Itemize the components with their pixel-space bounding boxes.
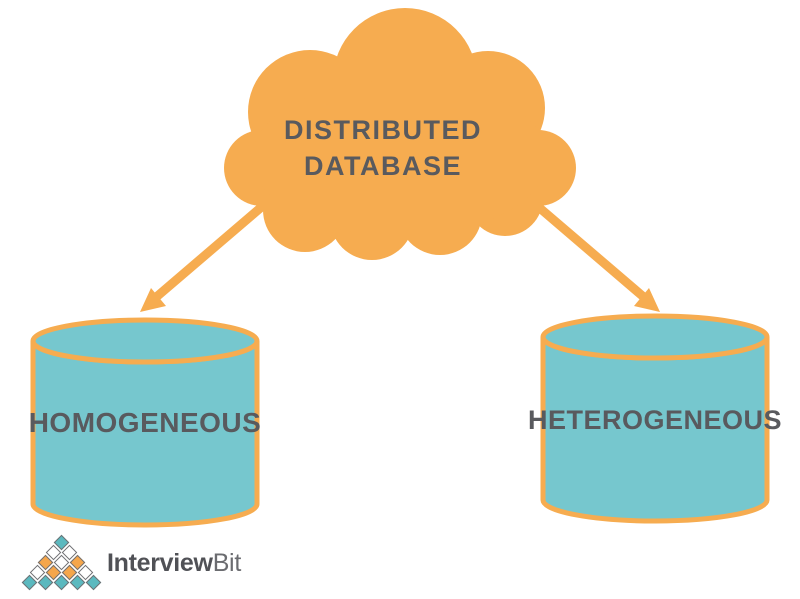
homogeneous-label: HOMOGENEOUS xyxy=(29,407,261,439)
arrow-right-shaft xyxy=(525,194,649,303)
arrow-left-head xyxy=(140,288,166,312)
cylinder-heterogeneous-rim xyxy=(540,313,770,361)
arrow-right xyxy=(525,194,660,312)
cloud-label-line2: DATABASE xyxy=(304,151,462,181)
cloud-label-line1: DISTRIBUTED xyxy=(284,115,482,145)
homogeneous-label-text: HOMOGENEOUS xyxy=(28,407,262,438)
arrow-left-shaft xyxy=(151,194,275,303)
interviewbit-logo-text: InterviewBit xyxy=(107,549,241,578)
interviewbit-logo-icon xyxy=(20,534,102,592)
cloud-shape xyxy=(224,8,576,260)
logo-text-secondary: Bit xyxy=(212,549,242,577)
arrow-left xyxy=(140,194,275,312)
arrow-right-head xyxy=(634,288,660,312)
heterogeneous-label-text: HETEROGENEOUS xyxy=(527,405,783,435)
logo-text-primary: Interview xyxy=(107,549,213,577)
cylinder-homogeneous-rim xyxy=(30,317,260,365)
heterogeneous-label: HETEROGENEOUS xyxy=(528,405,782,436)
cloud-label: DISTRIBUTED DATABASE xyxy=(243,112,523,184)
cylinder-homogeneous xyxy=(30,317,260,528)
cylinder-heterogeneous xyxy=(540,313,770,524)
